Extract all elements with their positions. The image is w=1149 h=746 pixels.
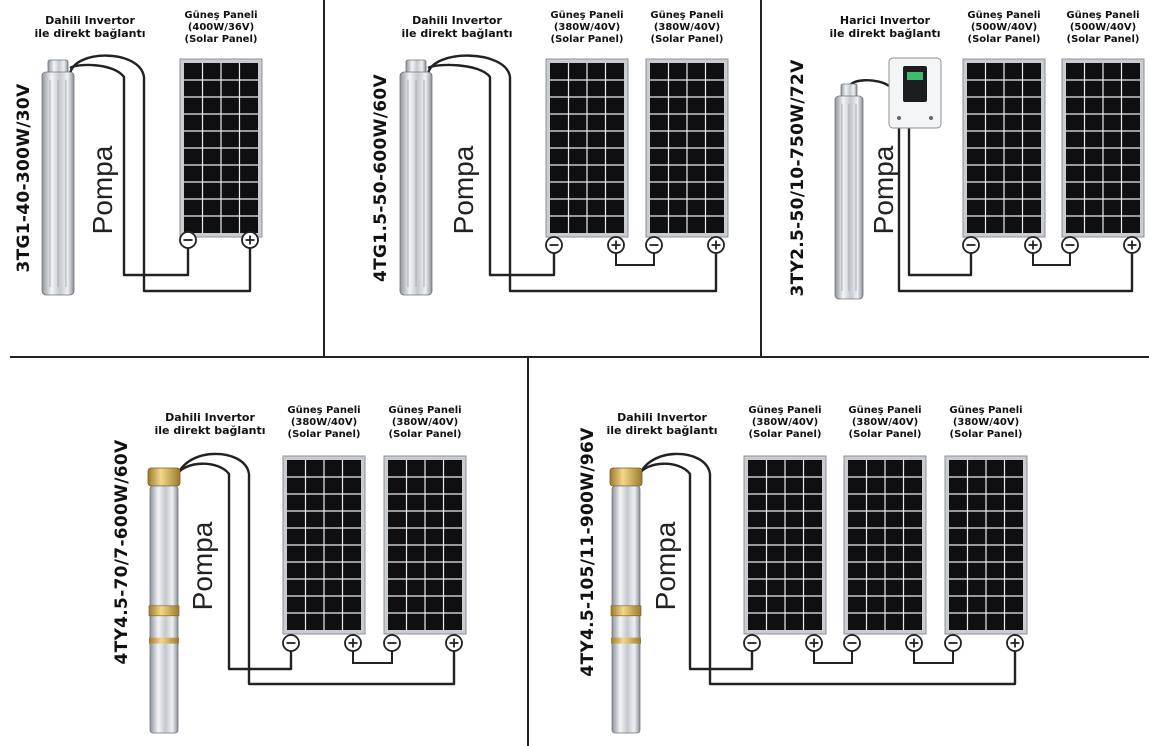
pump-label: Pompa xyxy=(448,145,479,235)
connection-label-line: Dahili Invertor xyxy=(165,411,255,424)
panel-label: Güneş Paneli(380W/40V)(Solar Panel) xyxy=(848,405,921,441)
pump-label: Pompa xyxy=(187,521,218,611)
series-link-wire xyxy=(913,651,954,664)
panel-label-name: Güneş Paneli xyxy=(650,10,724,21)
panel-label-name: Güneş Paneli xyxy=(388,405,462,416)
panel-label-spec: (380W/40V) xyxy=(290,417,358,428)
panel-label-en: (Solar Panel) xyxy=(388,429,462,440)
divider-horizontal xyxy=(10,356,1149,358)
connection-label-line: ile direkt bağlantı xyxy=(606,424,718,437)
panel-label-name: Güneş Paneli xyxy=(287,405,361,416)
series-link-wire xyxy=(1032,253,1071,266)
panel-label: Güneş Paneli(500W/40V)(Solar Panel) xyxy=(1066,10,1139,46)
model-label: 3TG1-40-300W/30V xyxy=(14,83,34,273)
panel-label-name: Güneş Paneli xyxy=(848,405,922,416)
panel-label-en: (Solar Panel) xyxy=(650,34,724,45)
connection-label-line: ile direkt bağlantı xyxy=(829,27,941,40)
panel-label: Güneş Paneli(380W/40V)(Solar Panel) xyxy=(388,405,461,441)
panel-label-en: (Solar Panel) xyxy=(949,429,1023,440)
panel-label-name: Güneş Paneli xyxy=(967,10,1041,21)
panel-label-spec: (500W/40V) xyxy=(1069,22,1137,33)
inverter-display xyxy=(903,66,927,102)
pump-label: Pompa xyxy=(87,145,118,235)
panel-label: Güneş Paneli(400W/36V)(Solar Panel) xyxy=(184,10,257,46)
panel-label: Güneş Paneli(380W/40V)(Solar Panel) xyxy=(287,405,360,441)
positive-wire xyxy=(174,452,456,686)
divider-bottom-middle xyxy=(527,357,529,746)
pump-band xyxy=(610,605,642,617)
diagram-1 xyxy=(41,54,263,296)
panel-label-en: (Solar Panel) xyxy=(848,429,922,440)
panel-label-spec: (500W/40V) xyxy=(970,22,1038,33)
connection-label-line: ile direkt bağlantı xyxy=(34,27,146,40)
panel-label-spec: (380W/40V) xyxy=(851,417,919,428)
pump-band xyxy=(611,637,641,644)
diagram-4 xyxy=(147,452,467,734)
panel-label-en: (Solar Panel) xyxy=(967,34,1041,45)
panel-label-name: Güneş Paneli xyxy=(184,10,258,21)
panel-label: Güneş Paneli(500W/40V)(Solar Panel) xyxy=(967,10,1040,46)
panel-label-spec: (400W/36V) xyxy=(187,22,255,33)
positive-wire xyxy=(426,54,718,293)
pump-head xyxy=(609,467,643,487)
panel-label: Güneş Paneli(380W/40V)(Solar Panel) xyxy=(949,405,1022,441)
panel-label-en: (Solar Panel) xyxy=(184,34,258,45)
model-label: 4TG1.5-50-600W/60V xyxy=(371,74,391,282)
positive-wire xyxy=(636,452,1017,686)
divider-top-left xyxy=(323,0,325,357)
connection-label-line: Dahili Invertor xyxy=(412,14,502,27)
diagram-5 xyxy=(609,452,1028,734)
negative-wire xyxy=(427,63,556,277)
pump-label: Pompa xyxy=(650,521,681,611)
negative-wire xyxy=(907,128,973,277)
panel-label-spec: (380W/40V) xyxy=(391,417,459,428)
model-label: 3TY2.5-50/10-750W/72V xyxy=(788,59,808,297)
connection-label-line: ile direkt bağlantı xyxy=(154,424,266,437)
panel-label-spec: (380W/40V) xyxy=(653,22,721,33)
positive-wire xyxy=(897,128,1134,293)
inverter-screw xyxy=(929,116,933,120)
connection-label-line: Dahili Invertor xyxy=(45,14,135,27)
panel-label-name: Güneş Paneli xyxy=(1066,10,1140,21)
panel-label-spec: (380W/40V) xyxy=(553,22,621,33)
panel-label-name: Güneş Paneli xyxy=(949,405,1023,416)
connection-label-line: Dahili Invertor xyxy=(617,411,707,424)
inverter-screw xyxy=(897,116,901,120)
panel-label-en: (Solar Panel) xyxy=(1066,34,1140,45)
pump-head xyxy=(147,467,181,487)
pump-label: Pompa xyxy=(868,145,899,235)
pump-band xyxy=(149,637,179,644)
inverter-screen xyxy=(907,72,923,80)
model-label: 4TY4.5-105/11-900W/96V xyxy=(578,427,598,677)
model-label: 4TY4.5-70/7-600W/60V xyxy=(112,439,132,665)
connection-label-line: Harici Invertor xyxy=(839,14,931,27)
series-link-wire xyxy=(352,651,393,664)
panel-label-en: (Solar Panel) xyxy=(748,429,822,440)
panel-label-en: (Solar Panel) xyxy=(550,34,624,45)
positive-wire xyxy=(68,54,252,293)
panel-label-name: Güneş Paneli xyxy=(550,10,624,21)
connection-label-line: ile direkt bağlantı xyxy=(401,27,513,40)
panel-label: Güneş Paneli(380W/40V)(Solar Panel) xyxy=(550,10,623,46)
pump-band xyxy=(148,605,180,617)
diagram-3 xyxy=(834,57,1145,300)
series-link-wire xyxy=(615,253,655,266)
divider-top-right xyxy=(760,0,762,357)
diagram-2 xyxy=(399,54,729,296)
panel-label-en: (Solar Panel) xyxy=(287,429,361,440)
panel-label-name: Güneş Paneli xyxy=(748,405,822,416)
panel-label-spec: (380W/40V) xyxy=(952,417,1020,428)
panel-label-spec: (380W/40V) xyxy=(751,417,819,428)
series-link-wire xyxy=(813,651,853,664)
panel-label: Güneş Paneli(380W/40V)(Solar Panel) xyxy=(748,405,821,441)
panel-label: Güneş Paneli(380W/40V)(Solar Panel) xyxy=(650,10,723,46)
